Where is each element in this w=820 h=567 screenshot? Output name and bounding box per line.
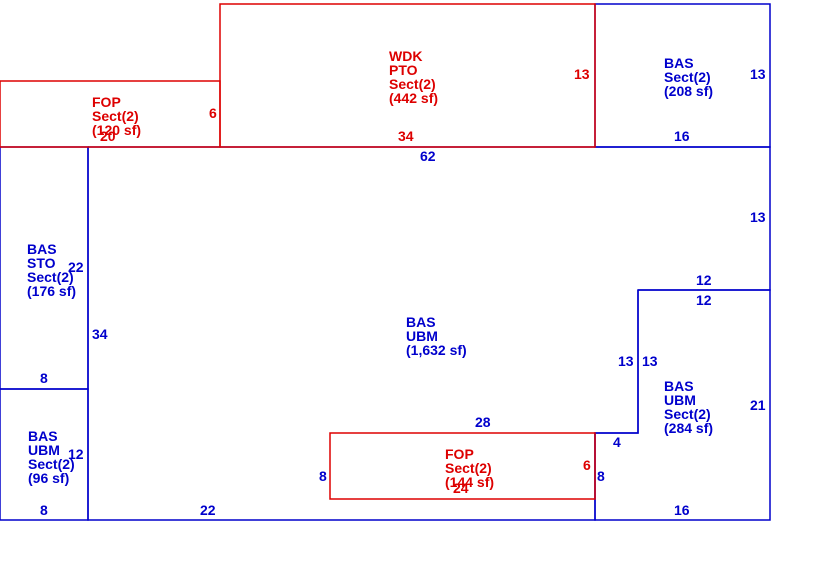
dim-main-left: 34 (92, 326, 108, 342)
dim-step-inner: 12 (696, 292, 712, 308)
dim-right-left-b: 13 (642, 353, 658, 369)
bas-right-line: Sect(2) (664, 406, 711, 422)
dim-fop-top-right: 6 (209, 105, 217, 121)
bas-main-line: (1,632 sf) (406, 342, 467, 358)
bas-top-right-line: BAS (664, 55, 694, 71)
fop-top-outline (0, 80, 221, 148)
bas-right-line: (284 sf) (664, 420, 713, 436)
fop-bottom-line: FOP (445, 446, 474, 462)
bas-top-right-line: Sect(2) (664, 69, 711, 85)
bas-top-right-label: BAS Sect(2) (208 sf) (664, 55, 715, 99)
bas-left-bottom-label: BAS UBM Sect(2) (96 sf) (28, 428, 79, 486)
fop-top-line: Sect(2) (92, 108, 139, 124)
dim-left-bottom-right: 12 (68, 446, 84, 462)
bas-main-line: BAS (406, 314, 436, 330)
dim-notch-down: 8 (597, 468, 605, 484)
dim-notch: 4 (613, 434, 621, 450)
dim-left-bottom-bottom: 8 (40, 502, 48, 518)
dim-right-left-a: 13 (618, 353, 634, 369)
dim-bas-top-right-right: 13 (750, 66, 766, 82)
fop-top-label: FOP Sect(2) (120 sf) (92, 94, 143, 138)
dim-bas-top-right-bottom: 16 (674, 128, 690, 144)
bas-main-line: UBM (406, 328, 438, 344)
dim-fop-bottom-top: 28 (475, 414, 491, 430)
dim-fop-top-bottom: 20 (100, 128, 116, 144)
dim-wdk-bottom: 34 (398, 128, 414, 144)
dim-wdk-right: 13 (574, 66, 590, 82)
fop-bottom-line: (144 sf) (445, 474, 494, 490)
fop-bottom-label: FOP Sect(2) (144 sf) (445, 446, 496, 490)
fop-top-line: (120 sf) (92, 122, 141, 138)
wdk-pto-outline (219, 3, 596, 148)
dim-main-top: 62 (420, 148, 436, 164)
bas-left-bottom-line: Sect(2) (28, 456, 75, 472)
bas-sto-line: Sect(2) (27, 269, 74, 285)
dim-sto-right: 22 (68, 259, 84, 275)
bas-left-bottom-line: UBM (28, 442, 60, 458)
bas-main-label: BAS UBM (1,632 sf) (406, 314, 467, 358)
dim-right-right: 21 (750, 397, 766, 413)
bas-right-line: BAS (664, 378, 694, 394)
fop-bottom-line: Sect(2) (445, 460, 492, 476)
dim-main-bottom: 22 (200, 502, 216, 518)
bas-sto-line: STO (27, 255, 56, 271)
dim-fop-bottom-bottom: 24 (453, 480, 469, 496)
bas-right-outline (594, 289, 771, 521)
bas-sto-line: (176 sf) (27, 283, 76, 299)
fop-top-line: FOP (92, 94, 121, 110)
bas-right-line: UBM (664, 392, 696, 408)
wdk-pto-line: (442 sf) (389, 90, 438, 106)
dim-main-right-upper: 13 (750, 209, 766, 225)
wdk-pto-label: WDK PTO Sect(2) (442 sf) (389, 48, 440, 106)
wdk-pto-line: Sect(2) (389, 76, 436, 92)
bas-left-bottom-outline (0, 388, 89, 521)
dim-right-bottom: 16 (674, 502, 690, 518)
bas-sto-line: BAS (27, 241, 57, 257)
dim-fop-bottom-right: 6 (583, 457, 591, 473)
bas-left-bottom-line: (96 sf) (28, 470, 69, 486)
wdk-pto-line: WDK (389, 48, 422, 64)
bas-right-label: BAS UBM Sect(2) (284 sf) (664, 378, 715, 436)
bas-sto-label: BAS STO Sect(2) (176 sf) (27, 241, 78, 299)
fop-bottom-outline (329, 432, 596, 500)
dim-step-top: 12 (696, 272, 712, 288)
dim-fop-bottom-left: 8 (319, 468, 327, 484)
bas-left-bottom-line: BAS (28, 428, 58, 444)
bas-top-right-line: (208 sf) (664, 83, 713, 99)
dim-sto-bottom: 8 (40, 370, 48, 386)
wdk-pto-line: PTO (389, 62, 418, 78)
